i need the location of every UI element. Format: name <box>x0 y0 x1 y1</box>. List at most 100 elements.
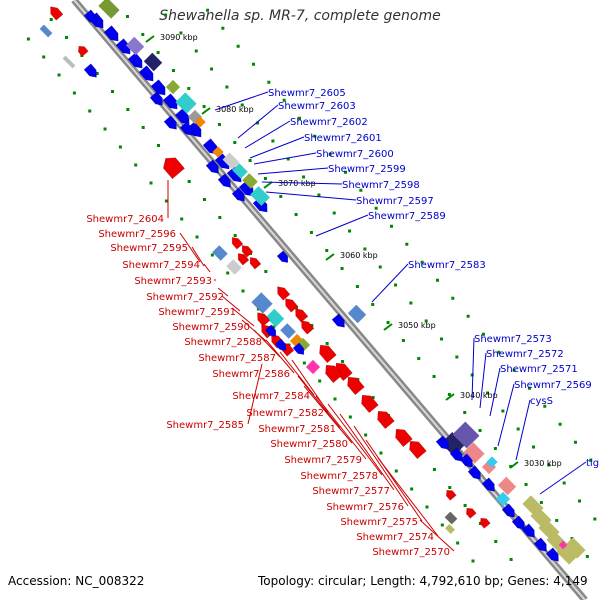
guide-dot <box>210 253 214 257</box>
guide-dot <box>405 242 409 246</box>
gene-block <box>556 543 578 565</box>
label-leader <box>539 461 587 495</box>
label-leader <box>237 104 279 139</box>
forward-gene <box>179 121 193 136</box>
gene-label: Shewmr7_2592 <box>146 292 224 303</box>
gene-label: Shewmr7_2585 <box>166 420 244 431</box>
forward-gene <box>202 138 218 155</box>
guide-dot <box>240 103 244 107</box>
gene-block <box>62 55 76 69</box>
gene-label: Shewmr7_2581 <box>258 424 336 435</box>
guide-dot <box>286 157 290 161</box>
label-leader <box>179 232 201 263</box>
reverse-gene <box>78 45 89 57</box>
gene-block <box>165 79 181 95</box>
forward-gene <box>276 250 289 263</box>
gene-label: Shewmr7_2577 <box>312 486 390 497</box>
guide-dot <box>103 127 107 131</box>
guide-dot <box>248 159 252 162</box>
forward-gene <box>292 342 305 355</box>
guide-dot <box>558 422 562 426</box>
gene-label: Shewmr7_2580 <box>270 439 348 450</box>
guide-dot <box>164 13 168 17</box>
guide-dot <box>486 391 490 395</box>
forward-gene <box>511 515 525 530</box>
guide-dot <box>313 134 317 138</box>
gene-block <box>444 511 458 525</box>
gene-block <box>495 491 511 507</box>
forward-gene <box>449 447 463 462</box>
genome-stats-text: Topology: circular; Length: 4,792,610 bp… <box>258 574 588 588</box>
guide-dot <box>125 15 129 18</box>
guide-dot <box>425 505 429 509</box>
guide-dot <box>555 519 559 522</box>
guide-dot <box>217 123 221 126</box>
guide-dot <box>509 558 513 561</box>
label-leader <box>279 351 315 396</box>
guide-dot <box>593 517 597 521</box>
guide-dot <box>236 44 240 48</box>
label-leader <box>315 214 369 237</box>
guide-dot <box>481 332 485 336</box>
gene-label: Shewmr7_2573 <box>474 334 552 345</box>
guide-dot <box>302 361 306 365</box>
tick-label: 3060 kbp <box>340 251 378 260</box>
label-leader <box>315 395 367 460</box>
reverse-gene <box>409 440 427 460</box>
tick-label: 3050 kbp <box>398 321 436 330</box>
guide-dot <box>466 314 470 318</box>
guide-dot <box>88 109 92 113</box>
label-leader <box>265 191 357 201</box>
label-leader <box>353 425 409 507</box>
gene-label: Shewmr7_2578 <box>300 471 378 482</box>
gene-label: cysS <box>530 396 553 407</box>
guide-dot <box>455 355 459 359</box>
reverse-gene <box>50 6 64 21</box>
guide-dot <box>302 175 306 179</box>
tick-label: 3040 kbp <box>460 391 498 400</box>
gene-label: Shewmr7_2572 <box>486 349 564 360</box>
label-leader <box>371 263 409 303</box>
guide-dot <box>539 501 543 504</box>
guide-dot <box>501 409 505 413</box>
forward-gene <box>264 324 277 337</box>
label-leader <box>231 307 255 327</box>
gene-block <box>445 524 455 534</box>
reverse-gene <box>319 344 337 364</box>
label-leader <box>471 337 475 401</box>
gene-block <box>98 0 120 19</box>
guide-dot <box>318 379 322 383</box>
guide-dot <box>210 67 214 71</box>
gene-label: Shewmr7_2583 <box>408 260 486 271</box>
gene-block <box>250 186 270 206</box>
forward-gene <box>127 52 143 69</box>
guide-dot <box>179 31 183 35</box>
guide-dot <box>348 229 352 233</box>
tick-mark <box>383 323 393 331</box>
guide-dot <box>134 163 138 167</box>
gene-label: Shewmr7_2599 <box>328 164 406 175</box>
guide-dot <box>225 85 229 89</box>
forward-gene <box>205 159 219 174</box>
guide-dot <box>585 555 589 558</box>
guide-dot <box>171 69 175 72</box>
reverse-gene <box>347 376 365 396</box>
guide-dot <box>497 350 501 354</box>
label-leader <box>377 457 439 537</box>
label-leader <box>249 136 305 159</box>
guide-dot <box>241 289 245 293</box>
guide-dot <box>532 445 536 449</box>
gene-label: Shewmr7_2586 <box>212 369 290 380</box>
guide-dot <box>328 152 332 156</box>
guide-dot <box>364 433 368 437</box>
forward-gene <box>331 313 345 328</box>
gene-label: tig <box>586 458 599 469</box>
guide-dot <box>332 211 336 215</box>
tick-mark <box>201 107 211 115</box>
forward-gene <box>459 453 473 468</box>
gene-label: Shewmr7_2570 <box>372 547 450 558</box>
gene-block <box>463 442 485 464</box>
label-leader <box>261 181 343 185</box>
guide-dot <box>203 198 206 201</box>
